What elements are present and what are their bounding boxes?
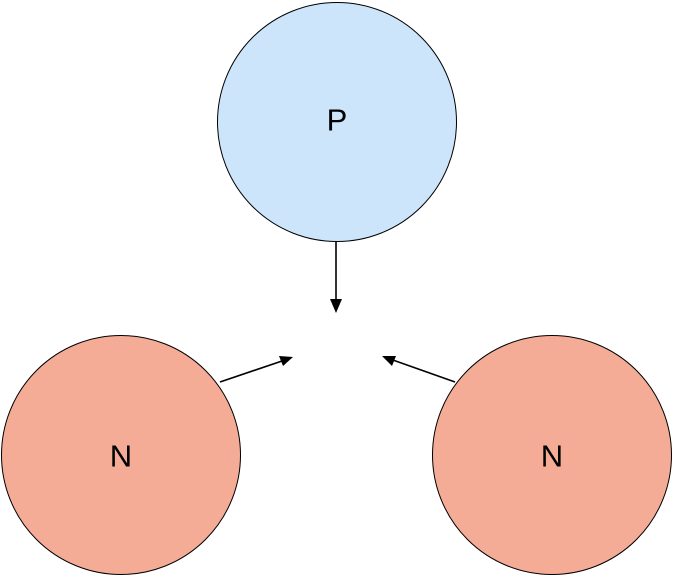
node-n-left[interactable]: N (1, 335, 241, 575)
node-n-left-shape (1, 335, 241, 575)
edge-n-right-up-arrowhead (382, 356, 396, 366)
node-n-right-shape (432, 335, 672, 575)
node-p[interactable]: P (217, 2, 457, 242)
edge-n-right-up[interactable] (382, 356, 456, 383)
edge-n-left-up[interactable] (219, 356, 293, 383)
edge-n-left-up-line (219, 359, 286, 383)
node-p-label: P (327, 103, 348, 138)
edge-n-right-up-line (389, 358, 456, 383)
edge-p-down-arrowhead (330, 299, 342, 313)
edge-p-down[interactable] (330, 242, 342, 313)
edge-group (219, 242, 456, 383)
node-p-shape (217, 2, 457, 242)
node-n-right[interactable]: N (432, 335, 672, 575)
node-n-left-label: N (110, 439, 132, 474)
edge-n-left-up-arrowhead (279, 356, 293, 366)
node-n-right-label: N (541, 439, 563, 474)
